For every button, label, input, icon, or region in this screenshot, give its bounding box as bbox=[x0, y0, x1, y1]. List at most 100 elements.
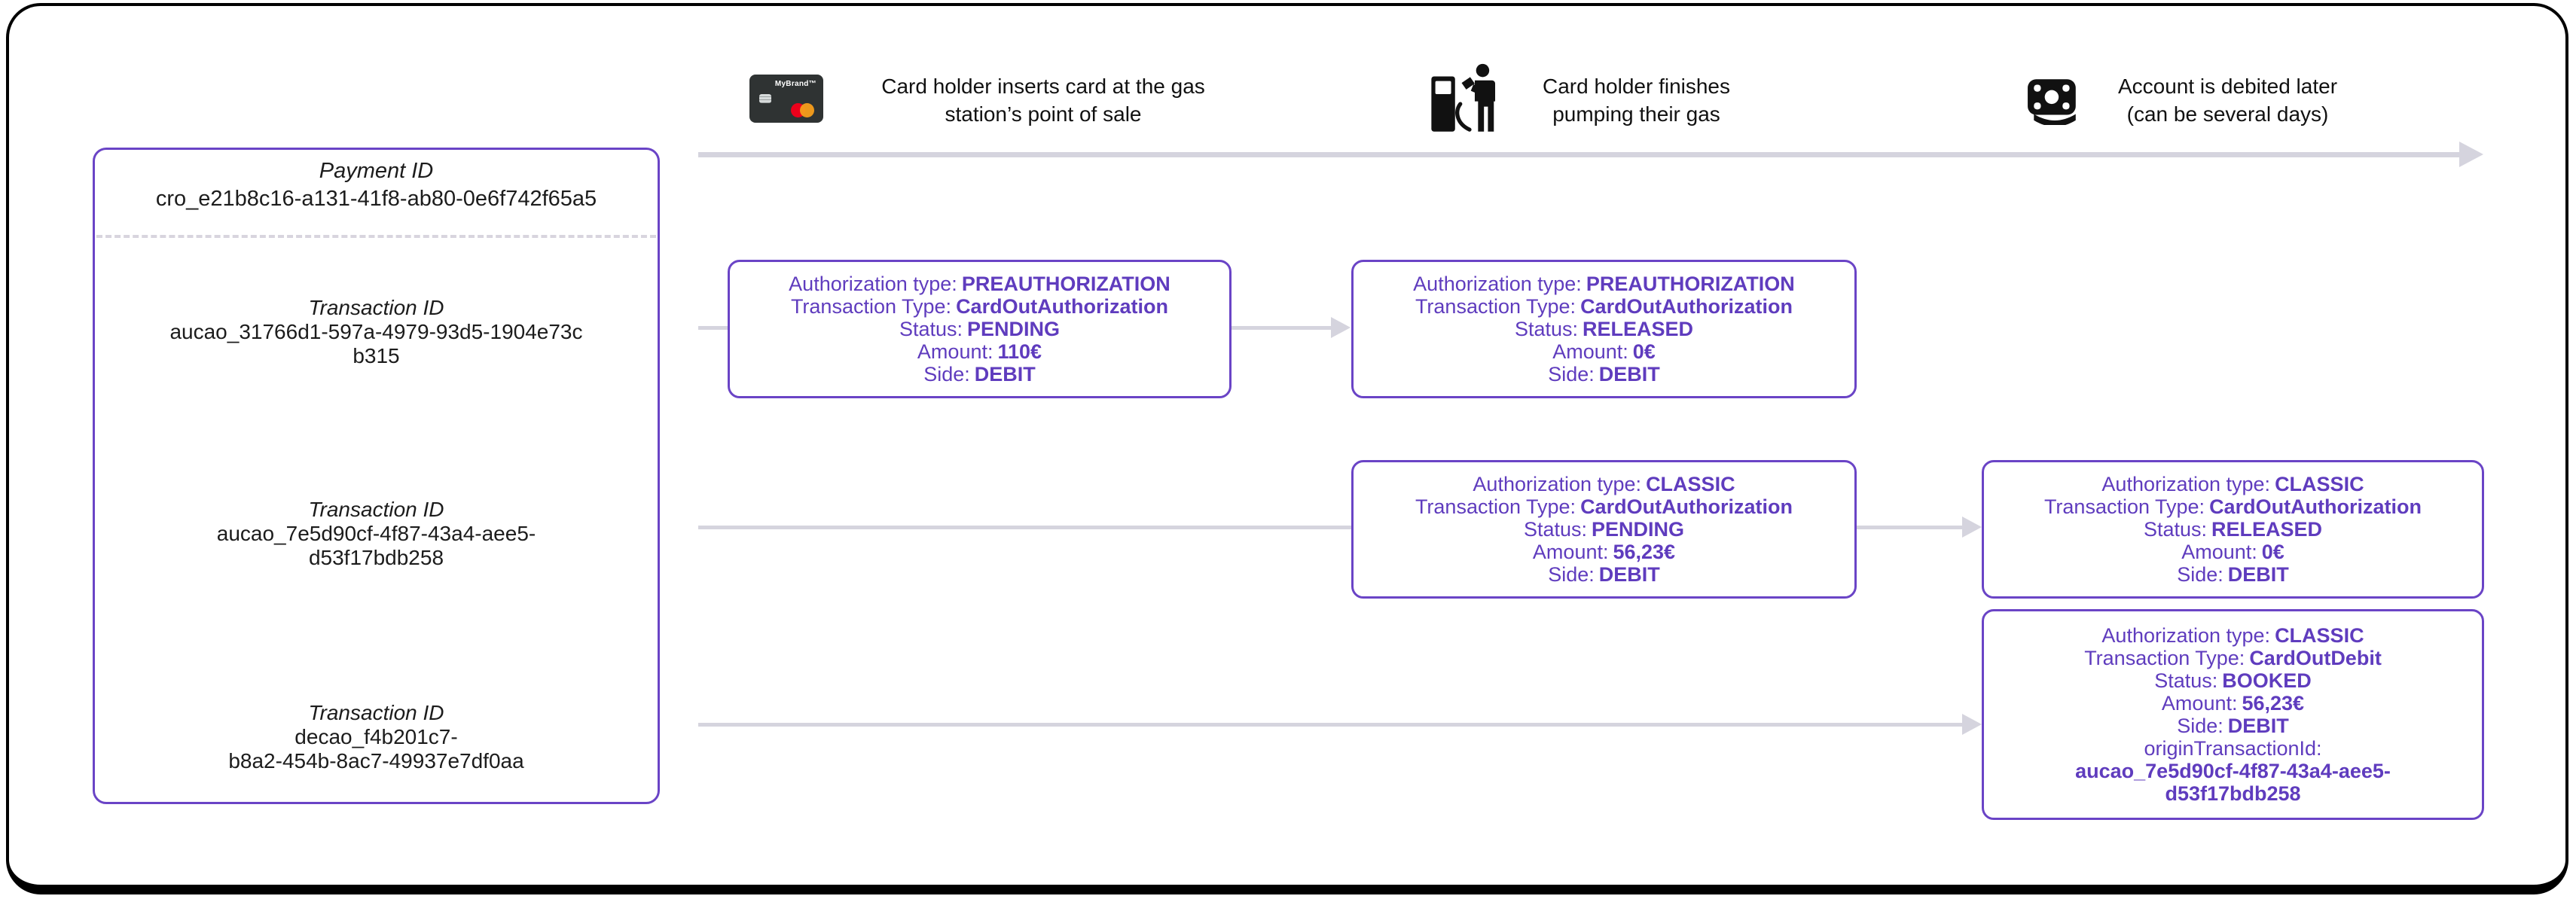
transaction-id-label: Transaction ID bbox=[308, 701, 444, 724]
field-label: Authorization type: bbox=[789, 273, 957, 295]
payment-id-value: cro_e21b8c16-a131-41f8-ab80-0e6f742f65a5 bbox=[155, 187, 597, 211]
stage-1-line-1: Card holder inserts card at the gas bbox=[881, 75, 1205, 98]
field-label: Authorization type: bbox=[1413, 273, 1582, 295]
transaction-id-value: aucao_7e5d90cf-4f87-43a4-aee5- bbox=[216, 522, 536, 545]
connector-arrowhead-icon bbox=[1962, 517, 1982, 538]
card-field: Side:DEBIT bbox=[923, 363, 1036, 386]
card-field: Transaction Type:CardOutAuthorization bbox=[1415, 495, 1793, 518]
field-value: 0€ bbox=[1632, 340, 1656, 363]
transaction-id-block: Transaction ID decao_f4b201c7- b8a2-454b… bbox=[95, 701, 658, 773]
card-field: Status:PENDING bbox=[1524, 518, 1684, 541]
field-value: CardOutDebit bbox=[2249, 647, 2382, 669]
field-label: Amount: bbox=[1552, 340, 1628, 363]
stage-description-2: Card holder finishes pumping their gas bbox=[1506, 72, 1766, 128]
origin-transaction-label: originTransactionId: bbox=[2144, 737, 2322, 760]
transaction-id-block: Transaction ID aucao_7e5d90cf-4f87-43a4-… bbox=[95, 498, 658, 570]
field-label: Side: bbox=[2177, 715, 2223, 737]
field-value: PENDING bbox=[1592, 518, 1685, 541]
field-value: DEBIT bbox=[1598, 563, 1660, 586]
card-field: Amount:56,23€ bbox=[1533, 541, 1675, 563]
field-value: CLASSIC bbox=[2275, 624, 2364, 647]
connector-card-1-to-card-2 bbox=[1227, 326, 1332, 330]
stage-description-1: Card holder inserts card at the gas stat… bbox=[840, 72, 1247, 128]
field-value: 56,23€ bbox=[1613, 541, 1676, 563]
origin-transaction-id-line-2: d53f17bdb258 bbox=[2165, 782, 2301, 805]
gas-pump-icon bbox=[1431, 63, 1496, 132]
card-field: originTransactionId: bbox=[2144, 737, 2321, 760]
card-field: Transaction Type:CardOutDebit bbox=[2084, 647, 2382, 669]
field-value: DEBIT bbox=[974, 363, 1036, 386]
ids-panel: Payment ID cro_e21b8c16-a131-41f8-ab80-0… bbox=[93, 148, 660, 804]
timeline-arrowhead-icon bbox=[2459, 142, 2483, 167]
connector-arrowhead-icon bbox=[1962, 714, 1982, 735]
txn-card-debit-booked: Authorization type:CLASSIC Transaction T… bbox=[1982, 609, 2484, 820]
stage-description-3: Account is debited later (can be several… bbox=[2098, 72, 2358, 128]
card-field: Status:BOOKED bbox=[2154, 669, 2312, 692]
field-value: DEBIT bbox=[1598, 363, 1660, 386]
card-field: Side:DEBIT bbox=[2177, 715, 2289, 737]
transaction-id-label: Transaction ID bbox=[308, 498, 444, 521]
transaction-id-block: Transaction ID aucao_31766d1-597a-4979-9… bbox=[95, 296, 658, 368]
origin-transaction-id-line-1: aucao_7e5d90cf-4f87-43a4-aee5- bbox=[2075, 760, 2391, 782]
stage-3-line-2: (can be several days) bbox=[2126, 102, 2329, 126]
transaction-id-value: b8a2-454b-8ac7-49937e7df0aa bbox=[228, 749, 524, 773]
field-label: Amount: bbox=[917, 340, 993, 363]
txn-card-classic-released: Authorization type:CLASSIC Transaction T… bbox=[1982, 460, 2484, 599]
mastercard-orange-circle-icon bbox=[800, 103, 814, 117]
field-value: BOOKED bbox=[2222, 669, 2312, 692]
field-value: RELEASED bbox=[2211, 518, 2323, 541]
connector-panel-to-card-5 bbox=[698, 723, 1963, 727]
field-value: 0€ bbox=[2261, 541, 2285, 563]
field-value: PREAUTHORIZATION bbox=[1586, 273, 1795, 295]
card-field: Authorization type:CLASSIC bbox=[2101, 624, 2364, 647]
field-label: Authorization type: bbox=[1473, 473, 1642, 495]
field-label: Transaction Type: bbox=[790, 295, 952, 318]
card-brand-label: MyBrand™ bbox=[774, 80, 816, 88]
dashed-divider bbox=[96, 235, 656, 238]
card-field: Transaction Type:CardOutAuthorization bbox=[1415, 295, 1793, 318]
card-field: Amount:0€ bbox=[1552, 340, 1656, 363]
connector-panel-to-card-1 bbox=[698, 326, 728, 330]
field-label: Amount: bbox=[1532, 541, 1609, 563]
stage-2-line-1: Card holder finishes bbox=[1542, 75, 1731, 98]
stage-3-line-1: Account is debited later bbox=[2117, 75, 2338, 98]
field-value: DEBIT bbox=[2227, 563, 2289, 586]
field-value: DEBIT bbox=[2227, 715, 2289, 737]
timeline-arrow-line bbox=[698, 152, 2461, 157]
card-chip-icon bbox=[759, 94, 771, 103]
field-label: Side: bbox=[2177, 563, 2223, 586]
field-label: Transaction Type: bbox=[2043, 495, 2205, 518]
field-label: Side: bbox=[1548, 563, 1595, 586]
stage-1-line-2: station’s point of sale bbox=[945, 102, 1142, 126]
card-field: Authorization type:PREAUTHORIZATION bbox=[1413, 273, 1795, 295]
txn-card-classic-pending: Authorization type:CLASSIC Transaction T… bbox=[1351, 460, 1857, 599]
field-value: CLASSIC bbox=[1646, 473, 1735, 495]
card-field: Authorization type:PREAUTHORIZATION bbox=[789, 273, 1170, 295]
card-field: Amount:56,23€ bbox=[2162, 692, 2304, 715]
transaction-id-label: Transaction ID bbox=[308, 296, 444, 319]
field-value: 56,23€ bbox=[2242, 692, 2305, 715]
field-label: Transaction Type: bbox=[2084, 647, 2245, 669]
field-value: PENDING bbox=[967, 318, 1061, 340]
card-field: Side:DEBIT bbox=[2177, 563, 2289, 586]
payment-id-block: Payment ID cro_e21b8c16-a131-41f8-ab80-0… bbox=[95, 157, 658, 213]
card-field: Status:PENDING bbox=[899, 318, 1060, 340]
field-label: Transaction Type: bbox=[1415, 495, 1576, 518]
field-value: CLASSIC bbox=[2275, 473, 2364, 495]
card-field: Status:RELEASED bbox=[1515, 318, 1693, 340]
connector-card-3-to-card-4 bbox=[1852, 526, 1963, 529]
connector-panel-to-card-3 bbox=[698, 526, 1351, 529]
transaction-id-value: b315 bbox=[353, 344, 400, 367]
field-label: Status: bbox=[1514, 318, 1578, 340]
field-label: Status: bbox=[1523, 518, 1587, 541]
card-field: Authorization type:CLASSIC bbox=[1473, 473, 1735, 495]
field-label: Status: bbox=[899, 318, 963, 340]
field-label: Amount: bbox=[2181, 541, 2257, 563]
card-field: Status:RELEASED bbox=[2144, 518, 2322, 541]
field-value: CardOutAuthorization bbox=[956, 295, 1169, 318]
transaction-id-value: decao_f4b201c7- bbox=[295, 725, 458, 748]
field-label: Side: bbox=[923, 363, 970, 386]
field-label: Authorization type: bbox=[2101, 624, 2271, 647]
field-value: PREAUTHORIZATION bbox=[961, 273, 1170, 295]
